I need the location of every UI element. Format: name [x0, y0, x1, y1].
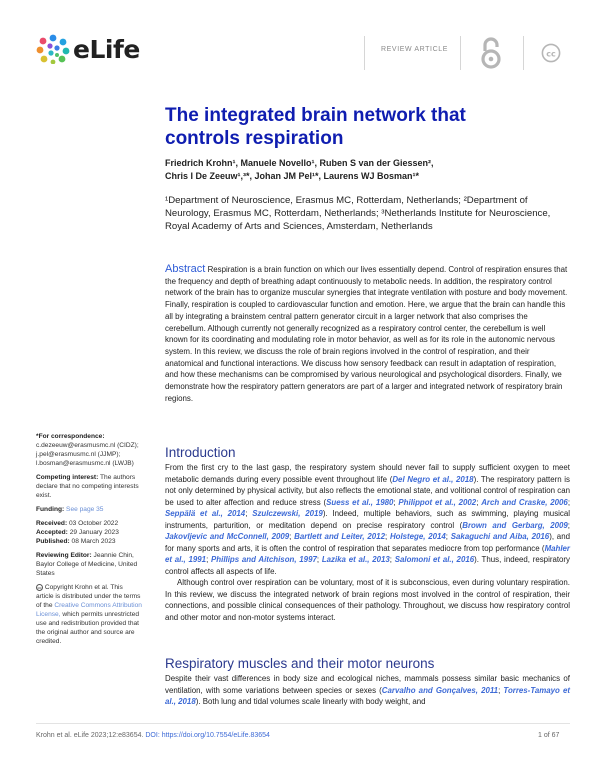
- abstract-heading: Abstract: [165, 263, 206, 275]
- published-label: Published:: [36, 538, 70, 545]
- reviewing-editor-label: Reviewing Editor:: [36, 552, 92, 559]
- reference-link[interactable]: Salomoni et al., 2016: [394, 555, 475, 564]
- authors-line: Friedrich Krohn¹, Manuele Novello¹, Rube…: [165, 158, 434, 168]
- body-text-run: ;: [393, 497, 399, 507]
- reference-link[interactable]: Seppälä et al., 2014: [165, 509, 246, 518]
- reference-link[interactable]: Arch and Craske, 2006: [481, 497, 568, 507]
- body-text-run: ;: [384, 532, 390, 541]
- received-date: 03 October 2022: [69, 520, 119, 527]
- creative-commons-icon[interactable]: cc: [541, 43, 561, 63]
- authors-line: Chris I De Zeeuw¹,³*, Johan JM Pel¹*, La…: [165, 171, 420, 181]
- body-text-run: ;: [445, 532, 451, 541]
- reference-link[interactable]: Szulczewski, 2019: [252, 509, 323, 518]
- body-text-run: ;: [476, 497, 482, 507]
- funding-link[interactable]: See page 35: [66, 506, 104, 513]
- header-divider: [460, 36, 461, 70]
- affiliations: ¹Department of Neuroscience, Erasmus MC,…: [165, 195, 551, 233]
- body-text-run: ;: [567, 520, 570, 530]
- funding-label: Funding:: [36, 506, 65, 513]
- footer-rule: [36, 723, 570, 724]
- dates-block: Received: 03 October 2022 Accepted: 29 J…: [36, 519, 142, 546]
- competing-interest-text: The authors declare that no competing in…: [36, 474, 139, 499]
- funding-block: Funding: See page 35: [36, 505, 142, 514]
- body-text-run: ;: [389, 555, 395, 564]
- competing-interest-block: Competing interest: The authors declare …: [36, 473, 142, 500]
- body-text-run: ), and for many sports and arts, it is o…: [165, 532, 570, 553]
- intro-paragraph-2: Although control over respiration can be…: [165, 578, 570, 622]
- body-text-run: ). The respiratory pattern is not only d…: [165, 474, 570, 507]
- body-text-run: ;: [316, 555, 322, 564]
- reference-link[interactable]: Phillips and Aitchison, 1997: [211, 555, 317, 564]
- svg-text:cc: cc: [546, 49, 556, 58]
- doi-label: DOI:: [145, 732, 160, 739]
- citation-text: Krohn et al. eLife 2023;12:e83654.: [36, 732, 144, 739]
- reference-link[interactable]: Brown and Gerbarg, 2009: [462, 520, 568, 530]
- correspondence-email[interactable]: j.pel@erasmusmc.nl (JJMP);: [36, 451, 121, 458]
- title-line: controls respiration: [165, 128, 344, 149]
- body-text-run: ;: [245, 509, 253, 518]
- competing-interest-label: Competing interest:: [36, 474, 99, 481]
- body-text-run: ). Indeed, multiple behaviors, such as s…: [165, 509, 570, 530]
- elife-logo[interactable]: eLife: [36, 34, 140, 64]
- article-info-sidebar: *For correspondence: c.dezeeuw@erasmusmc…: [36, 432, 142, 651]
- copyright-text: Copyright Krohn et al. This article is d…: [36, 584, 141, 609]
- abstract-text: Respiration is a brain function on which…: [165, 265, 568, 403]
- reference-link[interactable]: Sakaguchi and Aiba, 2016: [450, 532, 550, 541]
- reviewing-editor-block: Reviewing Editor: Jeannie Chin, Baylor C…: [36, 551, 142, 578]
- reference-link[interactable]: Bartlett and Leiter, 2012: [294, 532, 385, 541]
- open-access-icon[interactable]: [478, 36, 504, 70]
- reference-link[interactable]: Suess et al., 1980: [326, 497, 394, 507]
- header-divider: [364, 36, 365, 70]
- body-text-run: ;: [567, 497, 571, 507]
- intro-paragraph-1: From the first cry to the last gasp, the…: [165, 462, 570, 577]
- correspondence-label: *For correspondence:: [36, 433, 105, 440]
- reference-link[interactable]: Philippot et al., 2002: [398, 497, 477, 507]
- abstract: Abstract Respiration is a brain function…: [165, 263, 568, 404]
- body-text-run: ;: [498, 685, 504, 695]
- title-line: The integrated brain network that: [165, 105, 466, 126]
- body-text-run: From the first cry to the last gasp, the…: [165, 463, 570, 484]
- introduction-body: From the first cry to the last gasp, the…: [165, 462, 570, 623]
- body-text-run: ;: [289, 532, 295, 541]
- published-date: 08 March 2023: [71, 538, 116, 545]
- correspondence-block: *For correspondence: c.dezeeuw@erasmusmc…: [36, 432, 142, 468]
- license-link[interactable]: Creative Commons Attribution License,: [36, 602, 142, 618]
- doi-link[interactable]: https://doi.org/10.7554/eLife.83654: [161, 732, 270, 739]
- journal-header: eLife REVIEW ARTICLE cc: [0, 0, 600, 80]
- elife-logo-text: eLife: [73, 34, 140, 64]
- reference-link[interactable]: Carvalho and Gonçalves, 2011: [381, 685, 499, 695]
- body-text-run: ). Both lung and tidal volumes scale lin…: [195, 697, 426, 706]
- body-text-run: Despite their vast differences in body s…: [165, 674, 570, 695]
- introduction-heading: Introduction: [165, 445, 236, 460]
- footer-citation: Krohn et al. eLife 2023;12:e83654. DOI: …: [36, 732, 270, 739]
- author-list: Friedrich Krohn¹, Manuele Novello¹, Rube…: [165, 157, 565, 183]
- section-heading: Respiratory muscles and their motor neur…: [165, 656, 435, 671]
- reference-link[interactable]: Holstege, 2014: [389, 532, 446, 541]
- body-text-run: ;: [206, 555, 212, 564]
- reference-link[interactable]: Del Negro et al., 2018: [392, 474, 474, 484]
- page-number: 1 of 67: [538, 732, 560, 739]
- reference-link[interactable]: Lazika et al., 2013: [321, 555, 390, 564]
- reference-link[interactable]: Mahler et al., 1991: [165, 543, 570, 565]
- correspondence-email[interactable]: c.dezeeuw@erasmusmc.nl (CIDZ);: [36, 442, 139, 449]
- reference-link[interactable]: Torres-Tamayo et al., 2018: [165, 685, 570, 707]
- copyright-block: cc Copyright Krohn et al. This article i…: [36, 583, 142, 646]
- section-paragraph-1: Despite their vast differences in body s…: [165, 673, 570, 708]
- body-text-run: ). Thus, indeed, respiratory control aff…: [165, 555, 570, 576]
- reference-link[interactable]: Jakovljevic and McConnell, 2009: [165, 532, 290, 541]
- copyright-icon: cc: [36, 583, 43, 591]
- article-type-label: REVIEW ARTICLE: [381, 46, 449, 53]
- elife-logo-icon: [36, 34, 70, 64]
- header-divider: [523, 36, 524, 70]
- accepted-date: 29 January 2023: [69, 529, 119, 536]
- accepted-label: Accepted:: [36, 529, 68, 536]
- section-body: Despite their vast differences in body s…: [165, 673, 570, 708]
- license-text: which permits unrestricted use and redis…: [36, 611, 140, 645]
- received-label: Received:: [36, 520, 68, 527]
- correspondence-email[interactable]: l.bosman@erasmusmc.nl (LWJB): [36, 460, 134, 467]
- article-title: The integrated brain network that contro…: [165, 104, 565, 150]
- reviewing-editor: Jeannie Chin, Baylor College of Medicine…: [36, 552, 138, 577]
